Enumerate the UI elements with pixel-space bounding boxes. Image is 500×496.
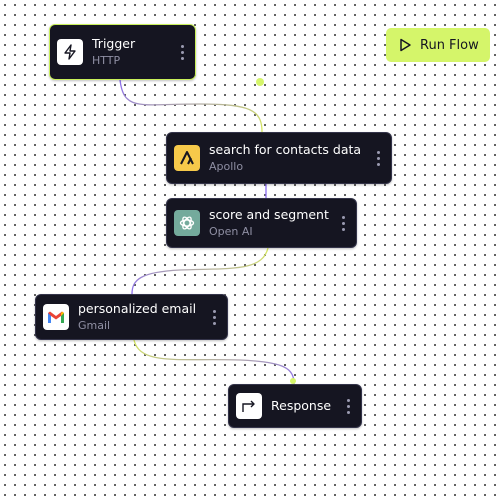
gmail-logo-icon bbox=[43, 304, 69, 330]
node-trigger[interactable]: Trigger HTTP bbox=[49, 24, 196, 80]
node-menu-icon[interactable] bbox=[207, 305, 221, 329]
lightning-icon bbox=[57, 39, 83, 65]
node-subtitle: Apollo bbox=[209, 160, 244, 173]
node-gmail[interactable]: personalized email Gmail bbox=[35, 294, 228, 340]
node-menu-icon[interactable] bbox=[175, 40, 189, 64]
edge-gmail-response bbox=[133, 339, 295, 385]
run-flow-button[interactable]: Run Flow bbox=[386, 28, 490, 62]
play-icon bbox=[400, 38, 411, 52]
node-subtitle: HTTP bbox=[92, 54, 121, 67]
node-openai[interactable]: score and segment Open AI bbox=[166, 198, 357, 248]
node-title: personalized email bbox=[78, 301, 197, 316]
node-menu-icon[interactable] bbox=[336, 211, 350, 235]
node-menu-icon[interactable] bbox=[371, 146, 385, 170]
apollo-logo-icon bbox=[174, 145, 200, 171]
response-arrow-icon bbox=[236, 393, 262, 419]
node-subtitle: Open AI bbox=[209, 225, 253, 238]
node-apollo[interactable]: search for contacts data Apollo bbox=[166, 132, 392, 184]
node-menu-icon[interactable] bbox=[341, 394, 355, 418]
node-response[interactable]: Response bbox=[228, 384, 362, 428]
node-title: Trigger bbox=[92, 36, 136, 51]
node-title: search for contacts data bbox=[209, 142, 362, 157]
edge-trigger-apollo bbox=[119, 79, 263, 133]
node-subtitle: Gmail bbox=[78, 319, 111, 332]
node-title: score and segment bbox=[209, 207, 329, 222]
edge-openai-gmail bbox=[131, 247, 269, 295]
run-flow-label: Run Flow bbox=[420, 37, 479, 53]
openai-logo-icon bbox=[174, 210, 200, 236]
response-input-handle[interactable] bbox=[290, 378, 296, 384]
node-title: Response bbox=[271, 398, 332, 413]
trigger-output-handle[interactable] bbox=[256, 78, 264, 86]
